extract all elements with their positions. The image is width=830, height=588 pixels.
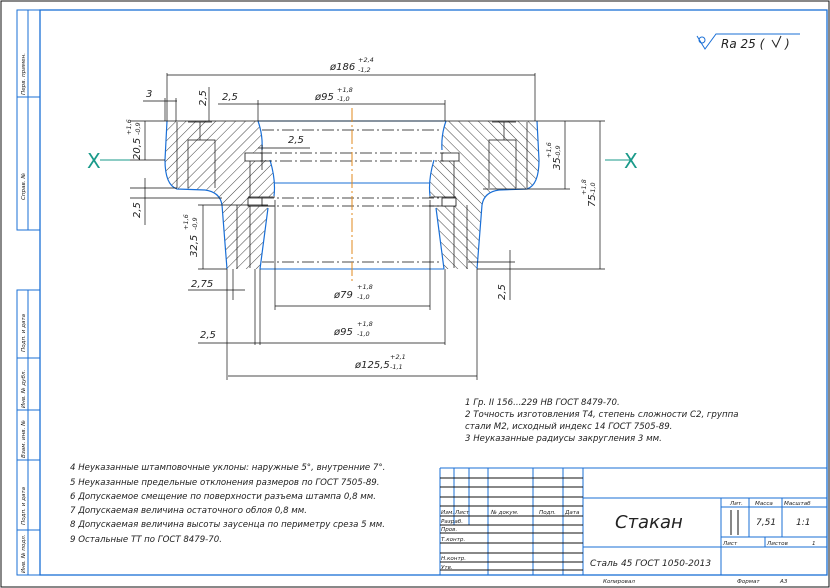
svg-text:стали М2, исходный индекс 14 Г: стали М2, исходный индекс 14 ГОСТ 7505-8…: [465, 422, 672, 432]
svg-text:X: X: [624, 149, 638, 173]
svg-text:Формат: Формат: [737, 579, 760, 585]
svg-text:Масштаб: Масштаб: [784, 501, 811, 507]
svg-text:+1,8: +1,8: [357, 283, 373, 291]
svg-text:75: 75: [587, 194, 598, 207]
svg-text:-1,0: -1,0: [357, 293, 370, 301]
side-label: Инв. № дубл.: [21, 370, 27, 408]
svg-text:+2,1: +2,1: [390, 353, 406, 361]
part-name: Стакан: [615, 512, 683, 533]
side-label: Взам. инв. №: [21, 420, 27, 458]
svg-text:32,5: 32,5: [189, 235, 200, 257]
svg-text:X: X: [87, 149, 101, 173]
svg-text:Лист: Лист: [722, 541, 738, 547]
roughness-symbol: Ra 25 ( ): [696, 33, 800, 51]
svg-text:ø95: ø95: [333, 327, 353, 338]
svg-text:+2,4: +2,4: [358, 56, 374, 64]
role: Пров.: [441, 527, 457, 533]
svg-text:3 Неуказанные радиусы закругле: 3 Неуказанные радиусы закругления 3 мм.: [465, 434, 662, 444]
svg-text:-1,1: -1,1: [390, 363, 403, 371]
svg-text:-1,2: -1,2: [358, 66, 371, 74]
svg-text:+1,8: +1,8: [357, 320, 373, 328]
svg-text:-0,9: -0,9: [554, 145, 562, 158]
svg-text:-1,0: -1,0: [357, 330, 370, 338]
svg-text:2,5: 2,5: [198, 90, 209, 106]
svg-text:ø95: ø95: [314, 92, 334, 103]
svg-text:2,5: 2,5: [200, 330, 216, 341]
svg-text:6 Допускаемое смещение по пове: 6 Допускаемое смещение по поверхности ра…: [70, 492, 376, 502]
technical-requirements-right: 1 Гр. II 156...229 НВ ГОСТ 8479-70. 2 То…: [465, 398, 738, 444]
svg-text:Ra 25 (: Ra 25 (: [721, 37, 766, 51]
svg-text:ø186: ø186: [329, 62, 355, 73]
header-sign: Подп.: [539, 510, 556, 516]
side-label: Перв. примен.: [21, 53, 27, 95]
technical-requirements-left: 4 Неуказанные штамповочные уклоны: наруж…: [70, 463, 385, 545]
header-list: Лист: [454, 510, 470, 516]
svg-text:-1,0: -1,0: [589, 182, 597, 195]
dimension-labels: ø186 +2,4 -1,2 ø95 +1,8 -1,0 3 2,5 2,5 2…: [125, 56, 598, 371]
scale-value: 1:1: [796, 518, 810, 528]
svg-text:9 Остальные ТТ по ГОСТ 8479-70: 9 Остальные ТТ по ГОСТ 8479-70.: [70, 535, 222, 545]
side-label: Подп. и дата: [21, 486, 27, 525]
role: Разраб.: [441, 519, 463, 525]
svg-text:Масса: Масса: [755, 501, 773, 507]
svg-text:ø79: ø79: [333, 290, 353, 301]
svg-text:4 Неуказанные штамповочные укл: 4 Неуказанные штамповочные уклоны: наруж…: [70, 463, 385, 473]
svg-text:+1,8: +1,8: [337, 86, 353, 94]
svg-text:A3: A3: [779, 579, 788, 585]
svg-text:8 Допускаемая величина высоты: 8 Допускаемая величина высоты заусенца п…: [70, 520, 385, 530]
svg-text:20,5: 20,5: [132, 138, 143, 160]
title-block: Изм. Лист № докум. Подп. Дата Разраб. Пр…: [439, 467, 827, 585]
side-stamp: [16, 9, 41, 576]
svg-text:7 Допускаемая величина остаточ: 7 Допускаемая величина остаточного облоя…: [70, 506, 307, 516]
svg-text:+1,6: +1,6: [545, 142, 553, 158]
part-section: [164, 108, 540, 282]
svg-text:-0,9: -0,9: [134, 122, 142, 135]
material: Сталь 45 ГОСТ 1050-2013: [590, 559, 711, 569]
header-date: Дата: [564, 510, 580, 516]
header-izm: Изм.: [441, 510, 454, 516]
svg-text:2,5: 2,5: [132, 202, 143, 218]
side-label: Справ. №: [21, 173, 27, 200]
svg-text:Листов: Листов: [766, 541, 788, 547]
svg-text:3: 3: [146, 89, 152, 100]
svg-text:2,75: 2,75: [191, 279, 213, 290]
svg-text:+1,6: +1,6: [125, 119, 133, 135]
section-mark-right: X: [605, 149, 638, 173]
svg-text:ø125,5: ø125,5: [354, 360, 390, 371]
svg-text:Лит.: Лит.: [729, 501, 743, 507]
svg-text:+1,8: +1,8: [580, 179, 588, 195]
svg-text:5 Неуказанные предельные откло: 5 Неуказанные предельные отклонения разм…: [70, 478, 380, 488]
mass-value: 7,51: [756, 518, 776, 528]
svg-text:-1,0: -1,0: [337, 95, 350, 103]
role: Н.контр.: [441, 556, 466, 562]
svg-text:+1,6: +1,6: [182, 214, 190, 230]
svg-text:35: 35: [552, 157, 563, 170]
svg-text:2,5: 2,5: [497, 284, 508, 300]
svg-text:1 Гр. II 156...229 НВ ГОСТ 847: 1 Гр. II 156...229 НВ ГОСТ 8479-70.: [465, 398, 620, 408]
svg-text:Копировал: Копировал: [603, 579, 635, 585]
side-label: Подп. и дата: [21, 313, 27, 352]
svg-text:): ): [784, 37, 790, 51]
svg-text:2,5: 2,5: [222, 92, 238, 103]
svg-text:-0,9: -0,9: [191, 217, 199, 230]
role: Т.контр.: [441, 537, 465, 543]
svg-text:2 Точность изготовления Т4, ст: 2 Точность изготовления Т4, степень слож…: [465, 410, 738, 420]
drawing-frame: [39, 9, 828, 576]
svg-text:1: 1: [812, 541, 816, 547]
side-label: Инв. № подл.: [21, 534, 27, 573]
svg-text:2,5: 2,5: [288, 135, 304, 146]
role: Утв.: [441, 565, 453, 571]
dimension-lines: [130, 73, 605, 380]
header-doc: № докум.: [490, 510, 519, 516]
section-mark-left: X: [87, 149, 130, 173]
